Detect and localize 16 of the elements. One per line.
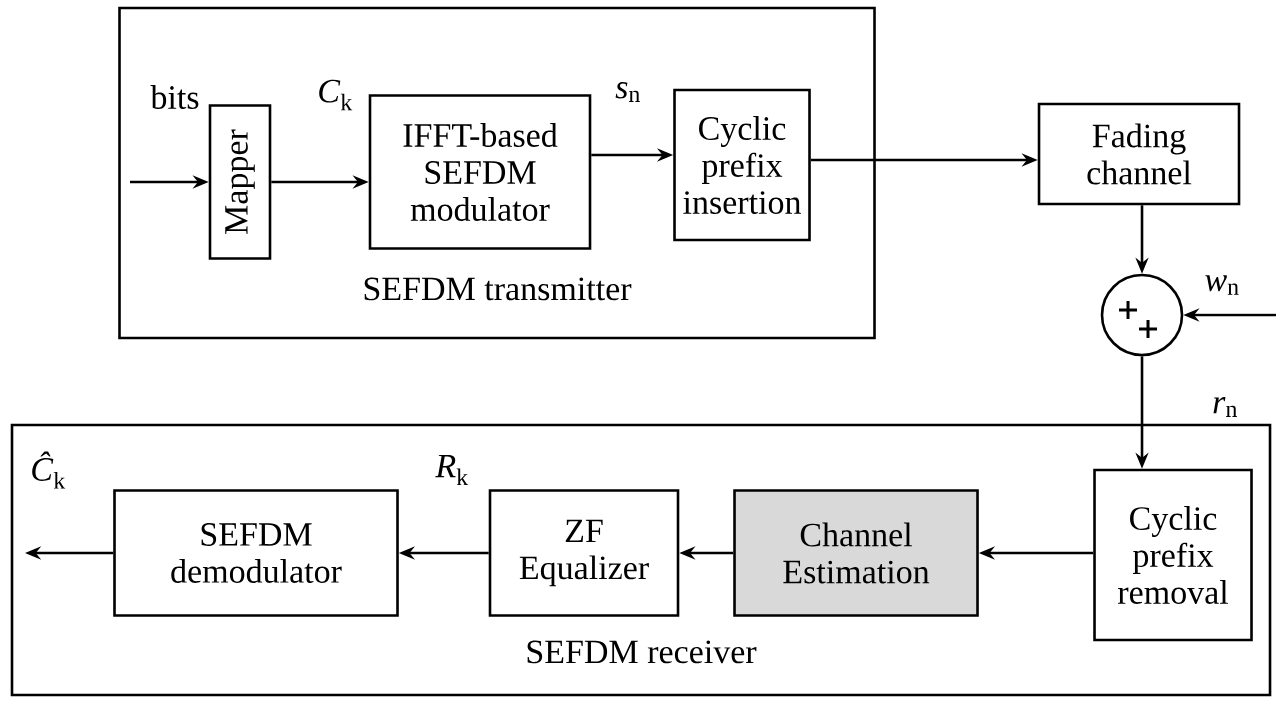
process-box: Cyclic prefix removal	[1093, 468, 1253, 642]
edge-label: w$_{n}$	[1205, 275, 1239, 295]
edge-label: Ĉ$_{k}$	[32, 451, 66, 489]
process-box: Mapper	[208, 104, 272, 260]
process-box: ZF Equalizer	[488, 489, 680, 617]
edge-label: C$_{k}$	[319, 79, 353, 111]
edge-label: s$_{n}$	[615, 82, 640, 102]
process-box: IFFT-based SEFDM modulator	[368, 94, 592, 250]
process-box: SEFDM demodulator	[113, 489, 399, 617]
edge-label: bits	[150, 85, 199, 109]
process-box: Channel Estimation	[733, 489, 979, 617]
adder-circle	[1100, 273, 1184, 357]
edge-label: R$_{k}$	[435, 454, 469, 486]
edge-label: r$_{n}$	[1213, 397, 1238, 417]
process-box: Fading channel	[1037, 102, 1241, 206]
process-box: Cyclic prefix insertion	[673, 88, 811, 242]
